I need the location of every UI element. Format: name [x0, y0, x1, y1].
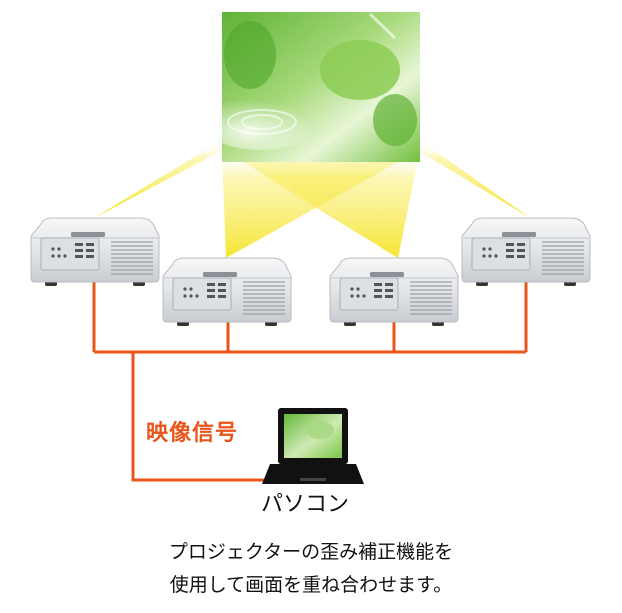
cable-to-pc	[131, 352, 280, 482]
laptop-icon	[262, 408, 364, 484]
light-beams	[94, 140, 530, 258]
video-signal-label: 映像信号	[146, 421, 239, 446]
projector-icon	[329, 257, 459, 327]
caption-line-2: 使用して画面を重ね合わせます。	[169, 574, 453, 596]
beam-fill	[222, 150, 420, 205]
projector-icon	[162, 257, 292, 327]
projector-icon	[30, 217, 160, 287]
projected-screen	[200, 12, 420, 162]
beam-3	[222, 150, 420, 258]
caption-line-1: プロジェクターの歪み補正機能を	[168, 541, 454, 563]
beam-1	[94, 140, 242, 218]
pc-label: パソコン	[261, 492, 350, 517]
beam-4	[400, 140, 530, 218]
projector-icon	[461, 217, 591, 287]
